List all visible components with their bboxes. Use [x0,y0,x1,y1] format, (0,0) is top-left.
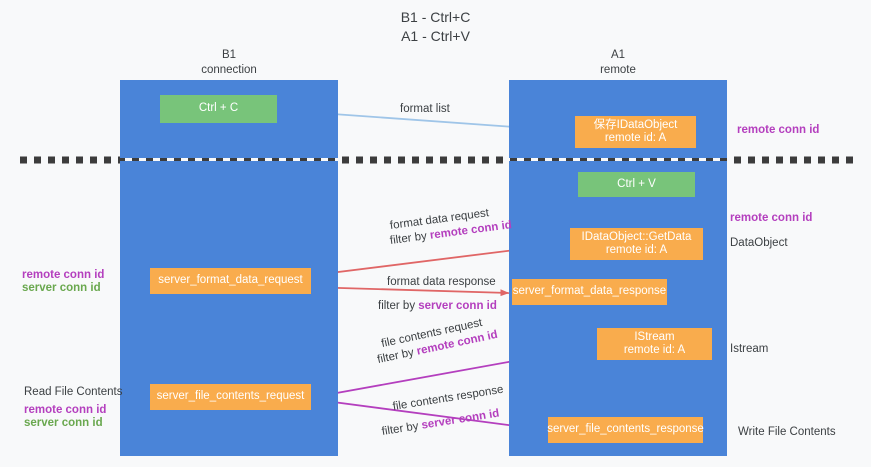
node-ctrl-c-label: Ctrl + C [198,102,239,115]
edge-file-contents-response [317,399,547,433]
node-ctrl-v-label: Ctrl + V [617,177,656,190]
node-server-format-data-response[interactable]: server_format_data_response [512,279,667,305]
node-idataobject-getdata-line2: remote id: A [605,244,668,256]
annotation-left-remote-conn-id-2: remote conn id [24,404,107,416]
edge-label-format-data-response: format data response [387,276,496,288]
annotation-right-remote-conn-id-mid: remote conn id [730,212,813,224]
node-idataobject-save-line1: 保存IDataObject [593,118,678,131]
annotation-istream: Istream [730,343,769,355]
node-istream-line2: remote id: A [623,344,686,356]
node-server-file-contents-request-label: server_file_contents_request [156,390,305,403]
node-server-file-contents-response[interactable]: server_file_contents_response [547,417,704,443]
node-server-format-data-response-label: server_format_data_response [512,285,667,298]
filter-prefix: filter by [389,229,431,248]
annotation-write-file-contents: Write File Contents [738,426,836,438]
edge-label-file-contents-response-filter: filter by server conn id [381,408,502,439]
edge-label-file-contents-request-filter: filter by remote conn id [376,329,502,367]
node-server-file-contents-response-label: server_file_contents_response [547,423,704,436]
filter-prefix-2: filter by [378,300,419,312]
annotation-dataobject: DataObject [730,237,788,249]
node-server-format-data-request[interactable]: server_format_data_request [150,268,311,294]
node-ctrl-v[interactable]: Ctrl + V [578,172,695,197]
edge-label-format-data-request-filter: filter by remote conn id [389,219,514,248]
edge-format-data-response [306,286,510,297]
annotation-read-file-contents: Read File Contents [24,386,123,398]
node-idataobject-save[interactable]: 保存IDataObject remote id: A [575,116,696,148]
node-idataobject-getdata[interactable]: IDataObject::GetData remote id: A [570,228,703,260]
annotation-left-server-conn-id-2: server conn id [24,417,103,429]
edge-label-format-data-response-filter: filter by server conn id [378,299,497,313]
lane-b1-bottom [120,161,338,456]
node-server-format-data-request-label: server_format_data_request [158,274,303,287]
node-server-file-contents-request[interactable]: server_file_contents_request [150,384,311,410]
node-idataobject-save-line2: remote id: A [604,132,667,144]
filter-key-server-conn-id: server conn id [418,300,497,312]
edge-label-format-list: format list [400,103,450,115]
diagram-title: B1 - Ctrl+C A1 - Ctrl+V [400,9,471,44]
column-header-b1: B1 connection [201,49,257,76]
node-istream[interactable]: IStream remote id: A [597,328,712,360]
lane-a1-bottom [509,161,727,456]
node-ctrl-c[interactable]: Ctrl + C [160,95,277,123]
annotation-left-remote-conn-id: remote conn id [22,269,105,281]
annotation-right-remote-conn-id-top: remote conn id [737,124,820,136]
node-idataobject-getdata-line1: IDataObject::GetData [581,230,692,243]
annotation-left-server-conn-id: server conn id [22,282,101,294]
node-istream-line1: IStream [634,330,675,343]
column-header-a1: A1 remote [600,49,636,76]
